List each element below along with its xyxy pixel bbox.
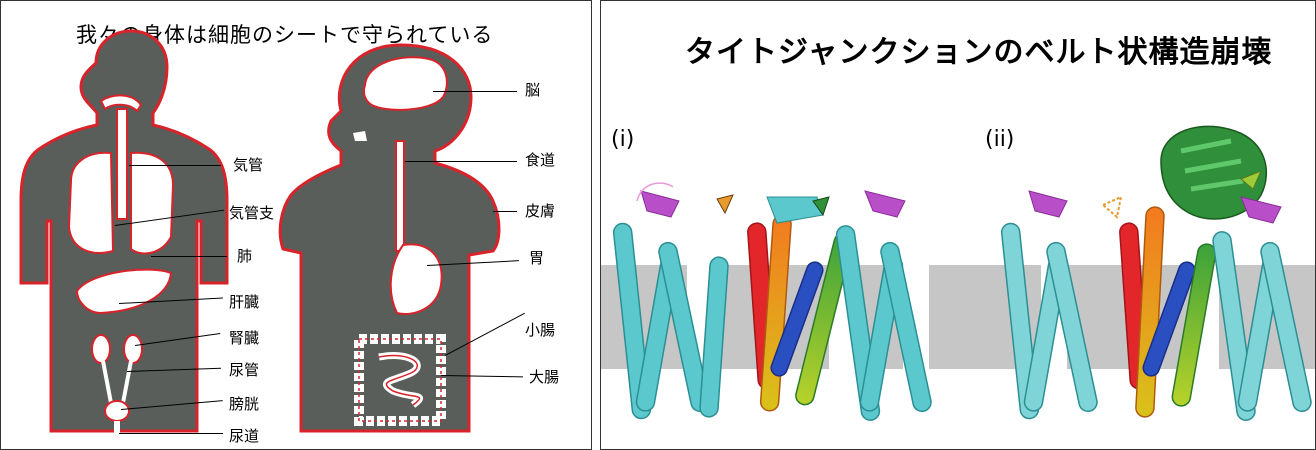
label-ureter: 尿管 xyxy=(229,359,259,380)
tight-junction-panel: タイトジャンクションのベルト状構造崩壊 (i) (ii) xyxy=(600,0,1316,450)
body-diagram-panel: 我々の身体は細胞のシートで守られている xyxy=(0,0,592,450)
figure-digestive-body xyxy=(280,45,499,431)
figure-front-body xyxy=(21,31,227,443)
body-silhouettes xyxy=(1,1,592,450)
label-stomach: 胃 xyxy=(529,247,544,268)
left-lung xyxy=(69,153,113,253)
left-kidney xyxy=(92,335,110,363)
claudin-left-i xyxy=(613,183,729,419)
label-kidney: 腎臓 xyxy=(229,327,259,348)
front-body-silhouette xyxy=(21,31,227,431)
right-kidney xyxy=(124,335,142,363)
label-urethra: 尿道 xyxy=(229,425,259,446)
label-esophagus: 食道 xyxy=(525,149,555,170)
bladder xyxy=(105,401,129,421)
right-lung xyxy=(131,153,173,254)
trachea xyxy=(117,109,127,219)
protein-structure-illustration xyxy=(601,1,1316,450)
label-small-intestine: 小腸 xyxy=(525,319,555,340)
claudin-rainbow-ii xyxy=(1119,207,1217,418)
orange-arrowhead-dashed xyxy=(1103,197,1121,217)
label-large-intestine: 大腸 xyxy=(529,366,559,387)
label-skin: 皮膚 xyxy=(525,200,555,221)
label-bladder: 膀胱 xyxy=(229,393,259,414)
label-bronchus: 気管支 xyxy=(229,202,274,223)
label-liver: 肝臓 xyxy=(229,291,259,312)
label-trachea: 気管 xyxy=(233,154,263,175)
label-lung: 肺 xyxy=(237,245,252,266)
orange-arrowhead xyxy=(717,195,733,213)
esophagus xyxy=(396,141,404,251)
label-brain: 脳 xyxy=(525,79,540,100)
